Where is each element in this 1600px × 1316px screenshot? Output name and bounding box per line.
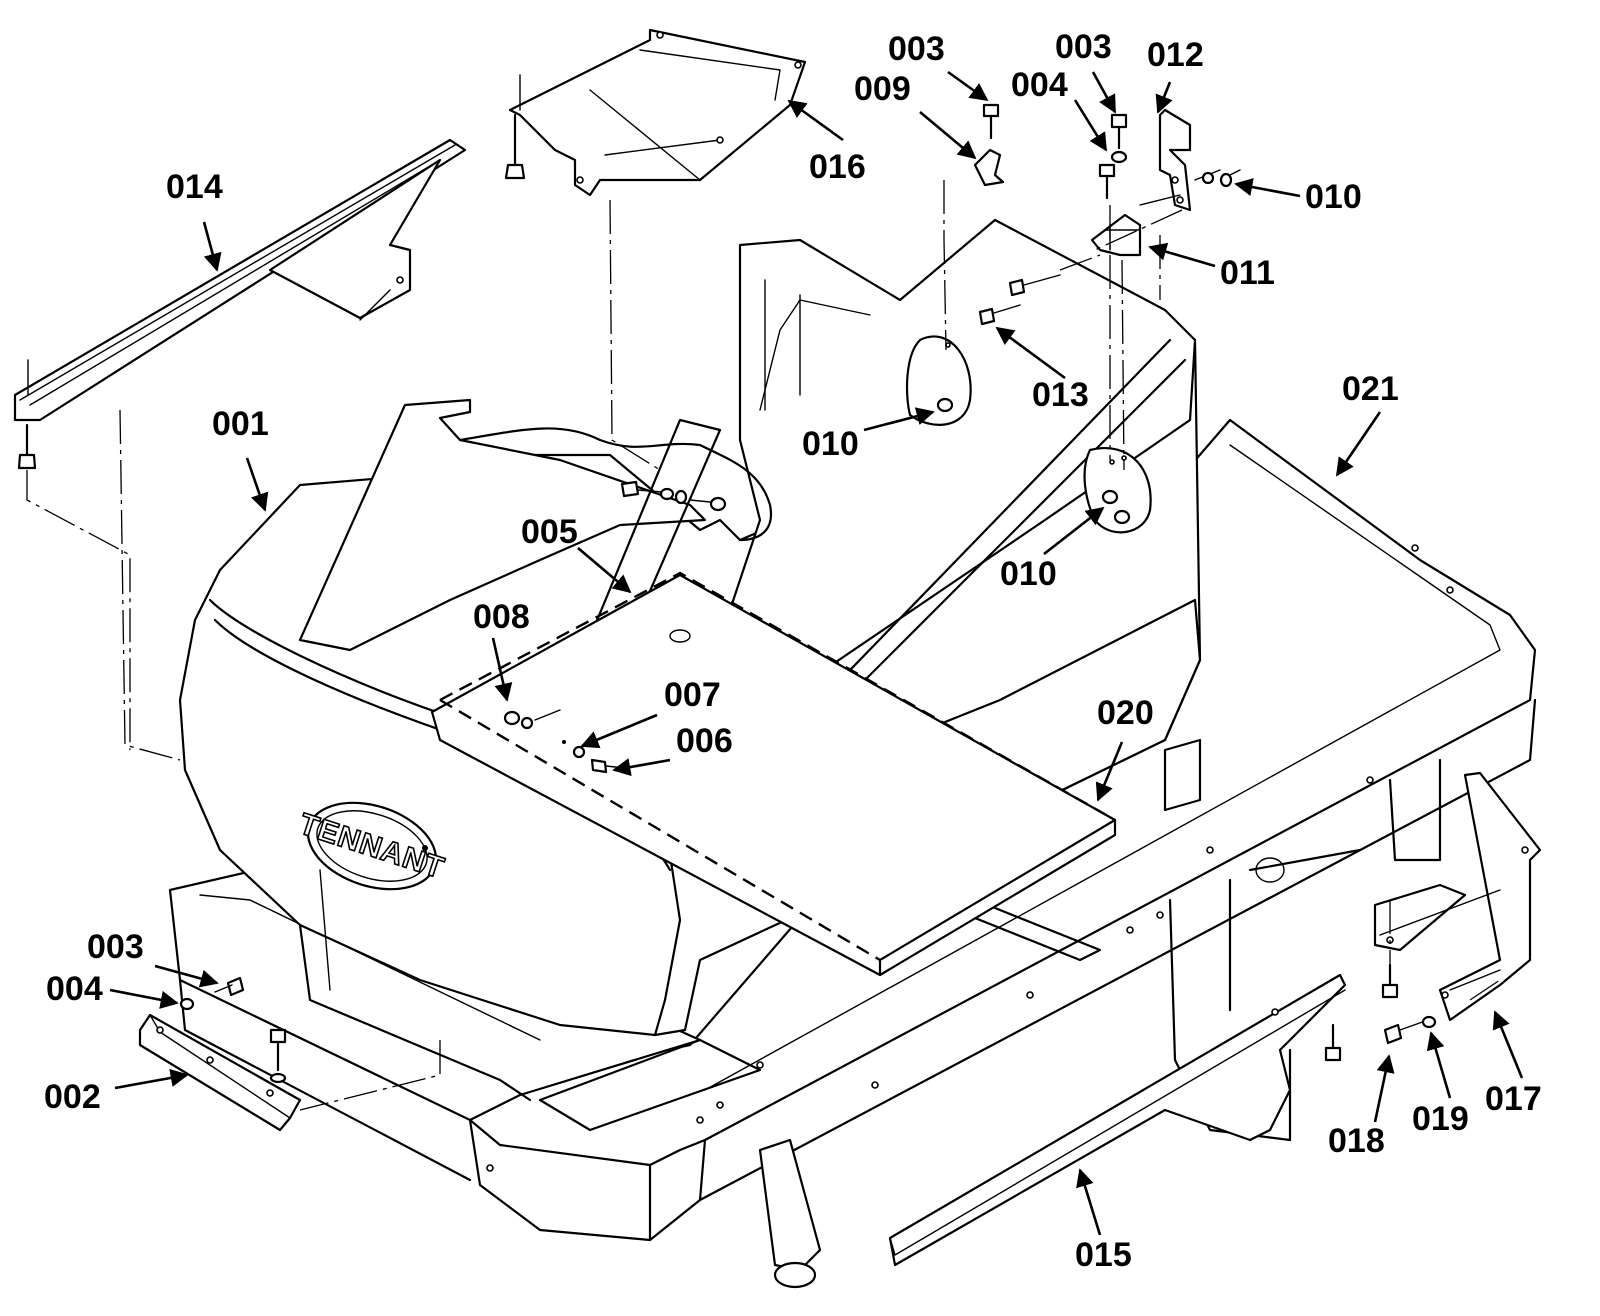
rail-015 (888, 973, 1347, 1267)
callout-007: 007 (664, 676, 721, 714)
bracket-017 (1373, 771, 1542, 1045)
bracket-011 (1090, 194, 1181, 257)
callout-leaders (109, 70, 1524, 1236)
callout-021: 021 (1342, 370, 1399, 408)
callout-002: 002 (44, 1078, 101, 1116)
callout-004-top: 004 (1011, 66, 1068, 104)
bracket-002 (138, 976, 302, 1132)
callout-001: 001 (212, 405, 269, 443)
callout-008: 008 (473, 598, 530, 636)
callout-labels: 003 009 003 004 012 010 011 013 010 010 … (44, 28, 1542, 1274)
callout-017: 017 (1485, 1080, 1542, 1118)
callout-010-mid: 010 (1000, 555, 1057, 593)
callout-020: 020 (1097, 694, 1154, 732)
callout-016: 016 (809, 148, 866, 186)
fasteners-005-008 (503, 480, 727, 774)
bracket-012 (1158, 108, 1241, 212)
callout-015: 015 (1075, 1236, 1132, 1274)
hopper-016 (504, 28, 807, 197)
callout-005: 005 (521, 513, 578, 551)
rail-014 (13, 138, 467, 470)
callout-003-bottom: 003 (87, 928, 144, 966)
fasteners-003-004-top (936, 103, 1131, 525)
tray-020 (430, 571, 1117, 977)
callout-010-right: 010 (1305, 178, 1362, 216)
callout-003-top-left: 003 (888, 30, 945, 68)
callout-010-left: 010 (802, 425, 859, 463)
callout-003-top-right: 003 (1055, 28, 1112, 66)
callout-013: 013 (1032, 376, 1089, 414)
callout-014: 014 (166, 168, 223, 206)
assembly-centerlines (26, 180, 1501, 1111)
callout-006: 006 (676, 722, 733, 760)
callout-004-bottom: 004 (46, 970, 103, 1008)
callout-011: 011 (1220, 254, 1275, 292)
callout-009: 009 (854, 70, 911, 108)
callout-019: 019 (1412, 1100, 1469, 1138)
callout-018: 018 (1328, 1122, 1385, 1160)
callout-012: 012 (1147, 36, 1204, 74)
